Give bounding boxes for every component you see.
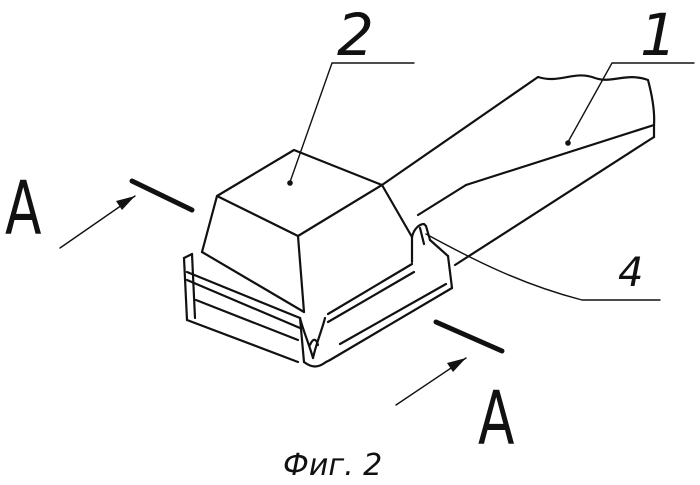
dot-part-1 [565,140,571,146]
clip-base [184,224,452,367]
leader-part-2 [290,63,414,182]
callout-label-2: 2 [337,6,374,64]
section-marks [60,181,502,405]
box-cap-part-2 [202,150,412,312]
arrow-head-right [447,358,466,372]
section-label-left: A [5,172,41,246]
dot-part-2 [287,180,293,186]
section-label-right: A [478,382,514,456]
section-bar-left [132,181,192,210]
callout-label-1: 1 [640,6,677,64]
callout-label-4: 4 [618,253,643,293]
section-bar-right [436,322,502,351]
figure-caption: Фиг. 2 [283,451,382,481]
